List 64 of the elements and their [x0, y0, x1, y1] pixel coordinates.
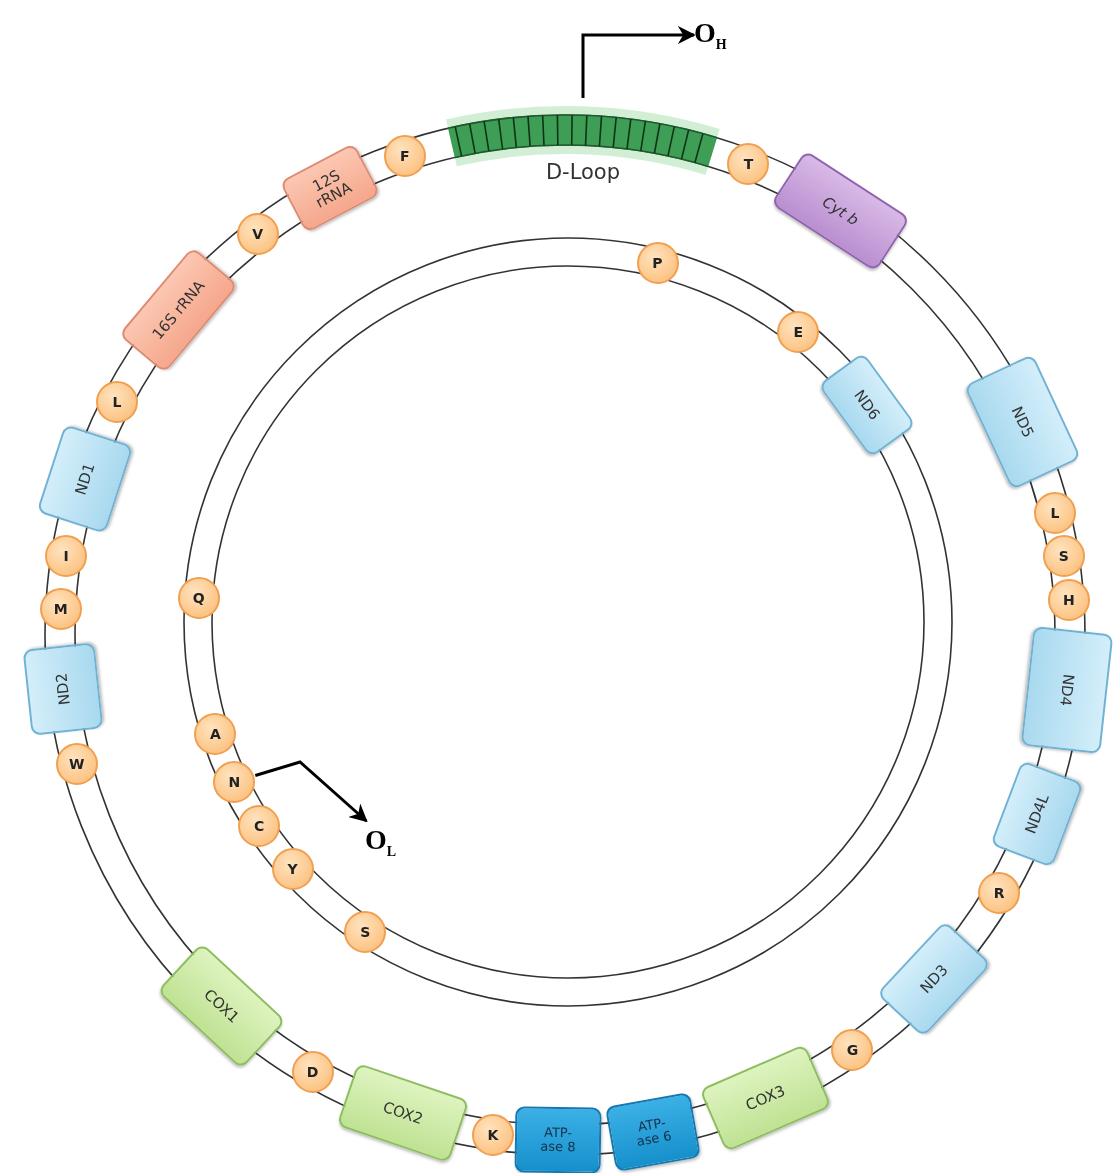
trna-label: V — [252, 226, 263, 243]
trna-circle — [636, 242, 679, 284]
trna-circle — [344, 910, 387, 953]
trna-circle — [291, 1051, 334, 1094]
trna-circle — [777, 311, 820, 354]
trna-label: L — [1050, 504, 1060, 521]
gene-label: ND5 — [1008, 403, 1037, 440]
trna-label: M — [53, 600, 68, 617]
gene-label: Cyt b — [818, 193, 862, 230]
gene-label: ATP- ase 6 — [634, 1114, 674, 1151]
gene-label: ND4L — [1022, 791, 1053, 836]
trna-circle — [1034, 491, 1076, 534]
trna-label: W — [69, 756, 85, 772]
trna-circle — [45, 535, 88, 577]
gene-box — [604, 1092, 701, 1173]
trna-circle — [831, 1029, 874, 1072]
trna-circle — [271, 848, 314, 891]
trna-label: P — [652, 255, 663, 271]
gene-label: ATP- ase 8 — [539, 1125, 577, 1155]
trna-label: D — [306, 1064, 319, 1081]
origin-label: O$_{H}$ — [694, 17, 727, 53]
trna-circle — [236, 213, 279, 256]
gene-label: ND4 — [1056, 673, 1077, 708]
trna-label: K — [487, 1126, 499, 1143]
trna-label: T — [743, 156, 754, 173]
trna-circle — [978, 871, 1021, 914]
trna-label: A — [209, 725, 221, 742]
trna-circle — [213, 760, 256, 803]
trna-label: Q — [192, 590, 205, 607]
trna-label: F — [399, 148, 410, 165]
arrow — [254, 760, 368, 823]
gene-label: COX2 — [380, 1098, 426, 1128]
trna-label: S — [1058, 548, 1069, 564]
trna-circle — [238, 804, 281, 847]
region-label: D-Loop — [544, 160, 622, 184]
trna-circle — [727, 143, 770, 186]
trna-label: Y — [287, 861, 298, 878]
trna-label: E — [793, 324, 804, 341]
trna-circle — [55, 743, 98, 785]
trna-circle — [194, 712, 237, 755]
trna-label: R — [993, 884, 1005, 901]
trna-label: S — [360, 923, 371, 940]
trna-circle — [383, 135, 426, 178]
trna-circle — [39, 587, 82, 630]
trna-circle — [1042, 535, 1085, 577]
trna-label: N — [228, 773, 241, 790]
gene-label: ND2 — [52, 671, 73, 706]
trna-circle — [471, 1113, 514, 1156]
trna-label: L — [112, 393, 122, 410]
trna-label: I — [63, 548, 69, 564]
trna-circle — [96, 380, 139, 423]
gene-box — [514, 1106, 602, 1173]
trna-label: C — [253, 817, 265, 834]
gene-label: ND1 — [71, 461, 98, 497]
gene-box — [22, 642, 104, 736]
arrow — [581, 26, 696, 98]
trna-circle — [1047, 578, 1090, 621]
gene-label: 12S rRNA — [308, 164, 356, 212]
trna-label: G — [846, 1042, 859, 1059]
trna-circle — [177, 577, 220, 620]
origin-label: O$_{L}$ — [365, 824, 397, 860]
gene-box — [1020, 626, 1114, 755]
trna-label: H — [1062, 591, 1075, 608]
gene-label: COX3 — [743, 1082, 788, 1115]
